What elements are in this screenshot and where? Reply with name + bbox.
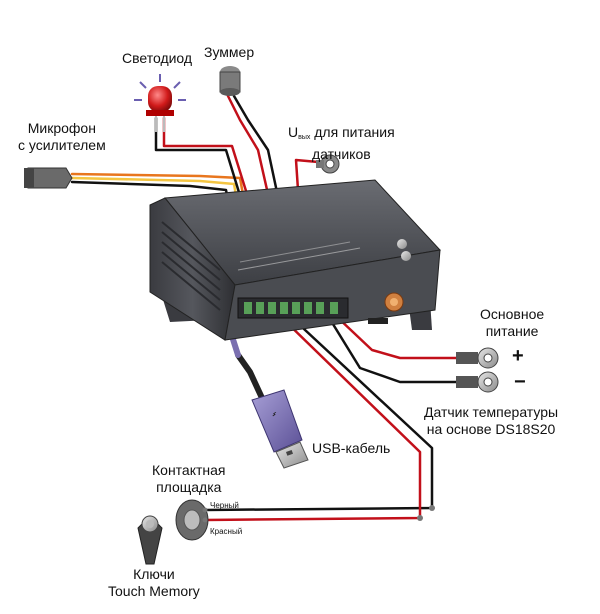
- label-microphone-line1: Микрофон: [27, 120, 96, 136]
- main-power-wire-red: [334, 314, 458, 360]
- minus-sign: −: [514, 371, 526, 393]
- label-red-wire: Красный: [210, 527, 243, 536]
- microphone: [24, 167, 73, 189]
- wires: [70, 94, 458, 522]
- usb-cable: [235, 352, 265, 401]
- power-terminal-minus: [456, 371, 499, 393]
- indicator-led-1: [397, 239, 407, 249]
- main-power-wire-black: [326, 314, 458, 384]
- touch-memory-key: [137, 515, 163, 565]
- label-buzzer: Зуммер: [204, 44, 255, 60]
- buzzer: [219, 66, 241, 96]
- label-touch-memory-line2: Touch Memory: [108, 583, 200, 599]
- label-main-power-line1: Основное: [480, 306, 545, 322]
- label-touch-memory-line1: Ключи: [133, 566, 175, 582]
- label-sensor-power: Uвых для питания датчиков: [288, 124, 395, 163]
- usb-plug: ⌁: [251, 389, 309, 469]
- tm-wire-black: [203, 314, 434, 512]
- power-terminal-plus: [456, 347, 499, 369]
- label-sensor-power-line2: датчиков: [311, 146, 371, 162]
- label-sensor-power-line1: Uвых для питания: [288, 124, 395, 141]
- label-microphone: Микрофон с усилителем: [18, 120, 106, 154]
- tracker-device: [149, 179, 441, 341]
- label-microphone-line2: с усилителем: [18, 137, 106, 153]
- label-temperature-line2: на основе DS18S20: [426, 421, 556, 437]
- label-temperature-sensor: Датчик температуры на основе DS18S20: [424, 404, 558, 438]
- label-led: Светодиод: [122, 50, 193, 66]
- contact-pad: [175, 499, 209, 541]
- svg-text:⌁: ⌁: [269, 409, 281, 419]
- label-contact-pad: Контактная площадка: [152, 462, 226, 496]
- indicator-led-2: [401, 251, 411, 261]
- label-black-wire: Черный: [210, 501, 239, 510]
- label-main-power-line2: питание: [485, 323, 539, 339]
- tm-wire-red: [203, 314, 422, 522]
- plus-sign: +: [512, 345, 524, 367]
- label-temperature-line1: Датчик температуры: [424, 404, 559, 420]
- label-contact-pad-line2: площадка: [156, 479, 222, 495]
- label-contact-pad-line1: Контактная: [152, 462, 226, 478]
- label-main-power: Основное питание: [480, 306, 544, 340]
- led: [134, 74, 186, 132]
- label-touch-memory: Ключи Touch Memory: [108, 566, 200, 600]
- label-usb-cable: USB-кабель: [312, 440, 391, 456]
- sensor-power-connector: [316, 154, 340, 174]
